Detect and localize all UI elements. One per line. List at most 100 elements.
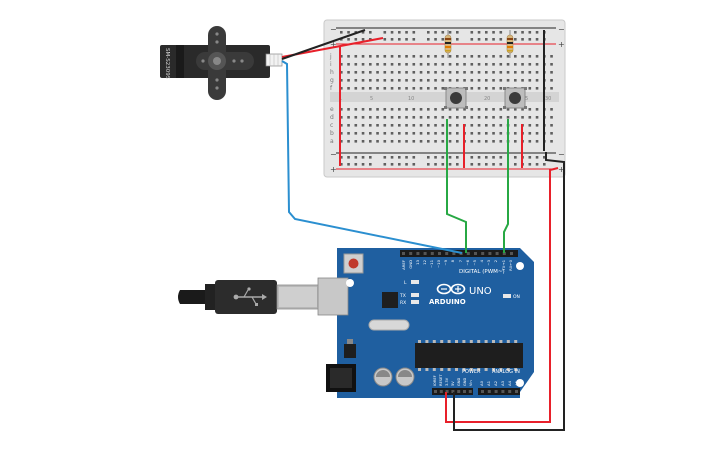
hole: [488, 252, 492, 255]
hole: [434, 108, 437, 111]
arduino-model-label: UNO: [469, 286, 492, 297]
hole: [427, 156, 430, 159]
hole: [427, 108, 430, 111]
hole: [340, 108, 343, 111]
hole: [528, 87, 532, 90]
hole: [416, 252, 420, 255]
hole: [477, 132, 481, 135]
hole: [361, 116, 365, 119]
digital-pin-header[interactable]: [400, 250, 518, 257]
hole: [340, 63, 343, 66]
pushbutton-2[interactable]: [503, 87, 527, 109]
hole: [456, 124, 459, 127]
hole: [419, 124, 423, 127]
hole: [466, 252, 470, 255]
hole: [419, 71, 423, 74]
hole: [499, 79, 503, 82]
pushbutton-1[interactable]: [444, 87, 468, 109]
chip-pins: [418, 340, 518, 371]
breadboard[interactable]: − + − + − + − + j i h g f e d c b a 1 5 …: [323, 19, 566, 178]
hole: [427, 163, 430, 166]
hole: [383, 116, 387, 119]
wire-gnd-black[interactable]: [453, 152, 565, 431]
pin-label: ~6: [465, 259, 470, 265]
hole: [550, 63, 553, 66]
hole: [535, 156, 539, 159]
breadboard-jumpers: [339, 30, 545, 168]
pin-label: 8: [450, 259, 455, 262]
led-tx-label: TX: [399, 293, 406, 299]
servo-model-label: SM-S2309S: [164, 48, 170, 80]
hole: [535, 132, 539, 135]
hole: [499, 63, 503, 66]
hole: [427, 132, 430, 135]
hole: [419, 140, 423, 143]
pin-label: 12: [422, 259, 427, 264]
hole: [354, 108, 358, 111]
hole: [347, 31, 350, 34]
hole: [492, 163, 495, 166]
led-l: [411, 280, 419, 284]
hole: [528, 108, 532, 111]
hole: [398, 156, 401, 159]
analog-pin-header[interactable]: [478, 388, 520, 395]
hole: [340, 79, 343, 82]
arduino-uno-board[interactable]: L TX RX ON ARDUINO UNO DIGITAL (PWM~) PO…: [317, 248, 534, 398]
hole: [383, 71, 387, 74]
hole: [456, 38, 459, 41]
pin-label: ~9: [443, 259, 448, 265]
hole: [376, 132, 379, 135]
hole: [521, 116, 524, 119]
hole: [470, 108, 474, 111]
hole: [390, 79, 394, 82]
wire-5v-red[interactable]: [445, 167, 559, 423]
wire-servo-ground-black[interactable]: [281, 29, 366, 60]
pin-label: IOREF: [433, 375, 437, 386]
hole: [470, 31, 474, 34]
hole: [354, 79, 358, 82]
hole: [457, 390, 461, 393]
row-letters-top: j i h g f: [329, 53, 334, 92]
pin-label: GND: [408, 260, 413, 269]
hole: [423, 252, 427, 255]
hole: [354, 55, 358, 58]
hole: [434, 163, 437, 166]
row-letter: h: [330, 69, 334, 76]
hole: [470, 55, 474, 58]
hole: [390, 163, 394, 166]
hole: [470, 79, 474, 82]
hole: [521, 108, 524, 111]
hole: [447, 368, 451, 371]
hole: [418, 340, 421, 343]
hole: [427, 38, 430, 41]
usb-cable[interactable]: [178, 280, 320, 314]
hole: [468, 390, 472, 393]
hole: [361, 140, 365, 143]
wire-button1-green[interactable]: [446, 119, 467, 253]
pin-label: 3.3V: [445, 377, 449, 386]
hole: [528, 55, 532, 58]
pin-label: RESET: [439, 374, 443, 386]
hole: [448, 71, 452, 74]
hole: [441, 63, 445, 66]
resistor-1[interactable]: [444, 30, 452, 58]
hole: [405, 140, 408, 143]
hole: [398, 87, 401, 90]
hole: [438, 252, 441, 255]
hole: [434, 390, 437, 393]
hole: [412, 163, 416, 166]
hole: [434, 140, 437, 143]
wires: [281, 29, 565, 431]
servo-motor[interactable]: SM-S2309S: [160, 26, 283, 100]
hole: [535, 71, 539, 74]
hole: [398, 108, 401, 111]
hole: [528, 63, 532, 66]
hole: [369, 116, 372, 119]
pin-label: A3: [500, 380, 505, 386]
resistor-2[interactable]: [506, 30, 514, 58]
wire-button2-green[interactable]: [503, 119, 509, 253]
hole: [383, 140, 387, 143]
hole: [383, 87, 387, 90]
wire-servo-signal-blue[interactable]: [281, 60, 463, 254]
